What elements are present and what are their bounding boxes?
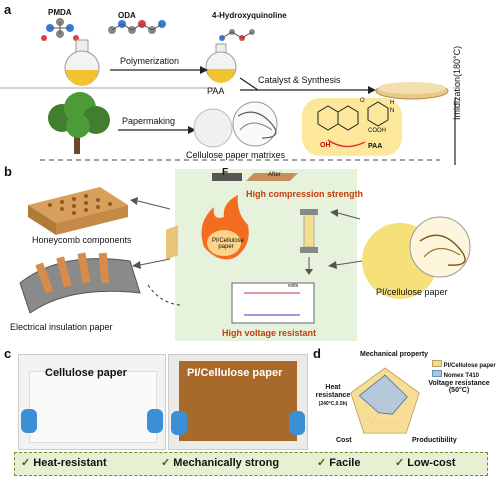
- chem-paa-label: PAA: [368, 143, 383, 150]
- banner-item: ✓ Facile: [317, 456, 360, 469]
- radar-legend: PI/Cellulose paper Nomex T410: [432, 360, 496, 380]
- pi-fiber-zoom: [409, 216, 471, 278]
- feature-banner: ✓ Heat-resistant ✓ Mechanically strong ✓…: [14, 452, 488, 476]
- petri-dish-icon: [375, 82, 449, 100]
- voltage-label: High voltage resistant: [222, 328, 317, 338]
- glove-icon: [21, 409, 37, 433]
- check-icon: ✓: [317, 457, 327, 469]
- photo-right-label: PI/Cellulose paper: [187, 367, 283, 379]
- flame-label-line-1: PI/Cellulose: [212, 238, 245, 244]
- volts-label: volts: [288, 283, 299, 289]
- after-label: After: [268, 172, 281, 178]
- to-honeycomb-arrow: [137, 200, 171, 210]
- glove-icon: [289, 411, 305, 435]
- reaction-flask-icon: [64, 39, 100, 86]
- hydroxyquinoline-label: 4-Hydroxyquinoline: [212, 11, 287, 20]
- legend-swatch-nomex: [432, 370, 442, 377]
- oda-label: ODA: [118, 11, 136, 20]
- banner-item-label: Heat-resistant: [33, 457, 107, 469]
- compression-icon: [212, 173, 298, 181]
- imidization-label: Imidization(180°C): [452, 45, 462, 120]
- banner-item-label: Mechanically strong: [173, 457, 280, 469]
- insulation-component-icon: [19, 252, 141, 314]
- radar-series-nomex: [358, 374, 408, 415]
- panel-label-c: c: [4, 346, 12, 361]
- papermaking-label: Papermaking: [122, 116, 176, 126]
- legend-label-pi: PI/Cellulose paper: [443, 363, 496, 369]
- honeycomb-icon: [28, 187, 128, 235]
- chem-h-label: H: [390, 100, 395, 106]
- pmda-label: PMDA: [48, 8, 72, 17]
- chem-n-label: N: [390, 108, 395, 114]
- axis-label-left-1: Heat: [325, 384, 341, 391]
- polymerization-label: Polymerization: [120, 56, 180, 66]
- voltage-test-box: [231, 282, 315, 324]
- axis-label-left-3: (240°C,0.5h): [318, 401, 348, 407]
- honeycomb-label: Honeycomb components: [32, 235, 132, 245]
- legend-swatch-pi: [432, 360, 442, 367]
- legend-item-pi: PI/Cellulose paper: [432, 360, 496, 370]
- chem-oh-label: OH: [320, 142, 331, 149]
- banner-item: ✓ Low-cost: [395, 456, 456, 469]
- flame-label: PI/Cellulose paper: [212, 238, 244, 250]
- panel-label-d: d: [313, 346, 321, 361]
- radar-chart: [350, 367, 420, 434]
- cellulose-matrix-photo: [193, 108, 233, 148]
- compression-label: High compression strength: [246, 189, 364, 199]
- chem-cooh-label: COOH: [368, 128, 386, 134]
- panel-b-graphics: [19, 169, 471, 341]
- flame-label-line-2: paper: [218, 244, 234, 250]
- photo-left-label: Cellulose paper: [45, 367, 127, 379]
- pi-cellulose-label: PI/cellulose paper: [376, 287, 448, 297]
- axis-label-left-2: resistance: [315, 392, 351, 399]
- legend-item-nomex: Nomex T410: [432, 370, 496, 380]
- panel-label-b: b: [4, 164, 12, 179]
- axis-label-bottom-right: Productibility: [412, 437, 457, 444]
- banner-item: ✓ Mechanically strong: [161, 456, 279, 469]
- axis-label-top: Mechanical property: [360, 351, 429, 358]
- cellulose-matrices-label: Cellulose paper matrixes: [186, 150, 286, 160]
- paa-flask-icon: [205, 29, 255, 83]
- axis-label-left: Heat resistance (240°C,0.5h): [312, 384, 354, 408]
- cellulose-paper-photo: Cellulose paper: [18, 354, 166, 450]
- chem-o-label: O: [360, 98, 365, 104]
- axis-label-bottom-left: Cost: [336, 437, 352, 444]
- tree-icon: [48, 92, 110, 154]
- oda-molecule: [108, 20, 166, 34]
- panel-a-graphics: [0, 18, 456, 165]
- panel-label-a: a: [4, 2, 12, 17]
- paa-label: PAA: [207, 86, 225, 96]
- check-icon: ✓: [395, 457, 405, 469]
- banner-item-label: Low-cost: [407, 457, 456, 469]
- glove-icon: [171, 411, 187, 435]
- pi-cellulose-paper-photo-c: PI/Cellulose paper: [168, 354, 308, 450]
- axis-label-right: Voltage resistance (50°C): [428, 380, 490, 394]
- catalyst-synthesis-label: Catalyst & Synthesis: [258, 75, 341, 85]
- pmda-molecule: [41, 18, 79, 41]
- banner-item-label: Facile: [329, 457, 361, 469]
- banner-item: ✓ Heat-resistant: [21, 456, 107, 469]
- electrical-label: Electrical insulation paper: [10, 322, 113, 332]
- chemistry-highlight: [302, 98, 402, 156]
- sample-strip: [303, 212, 315, 248]
- check-icon: ✓: [161, 457, 171, 469]
- cellulose-fiber-zoom: [232, 101, 278, 147]
- check-icon: ✓: [21, 457, 31, 469]
- legend-label-nomex: Nomex T410: [443, 373, 480, 379]
- glove-icon: [147, 409, 163, 433]
- force-label: F: [222, 167, 229, 178]
